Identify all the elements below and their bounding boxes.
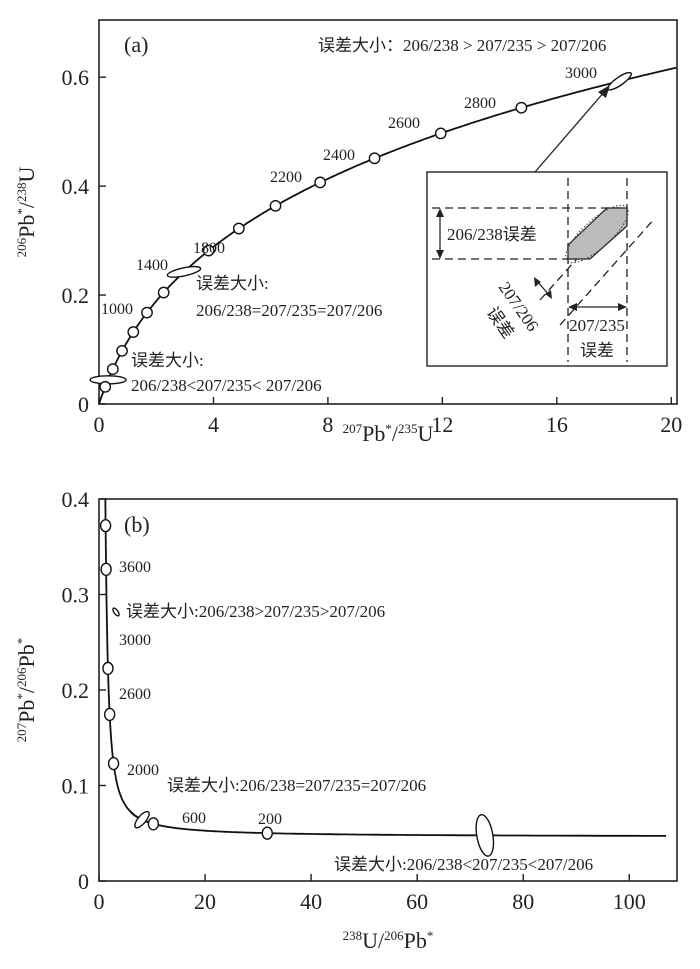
a-y-tick-label: 0.2	[62, 283, 90, 308]
y-axis-title-b: 207Pb*/206Pb*	[14, 638, 39, 743]
b-y-tick-label: 0.3	[62, 583, 90, 608]
a-y-tick-label: 0.4	[62, 174, 90, 199]
b-x-tick-label: 60	[406, 889, 428, 914]
inset-x-error-label-2: 误差	[580, 341, 614, 360]
error-ellipse	[607, 71, 632, 91]
inset-error-diagram: 206/238误差 207/206 误差 207/235 误差	[426, 171, 668, 367]
arrow-up-icon	[436, 208, 444, 217]
a-x-tick-label: 12	[431, 412, 453, 437]
b-x-tick-label: 40	[300, 889, 322, 914]
x-axis-title-b: 238U/206Pb*	[343, 928, 434, 953]
y-axis-title-a: 206Pb*/238U	[14, 167, 39, 258]
plot-frame-a	[98, 19, 678, 405]
age-point	[147, 817, 160, 831]
panel-label-a: (a)	[124, 32, 148, 57]
arrow-diag-icon	[534, 277, 541, 287]
annotation-error-low-title-a: 误差大小:	[131, 351, 204, 370]
a-x-tick-label: 0	[94, 412, 105, 437]
age-point	[232, 222, 245, 235]
a-x-tick-label: 16	[546, 412, 568, 437]
a-y-tick-label: 0	[78, 392, 89, 417]
b-y-tick-label: 0.2	[62, 678, 90, 703]
age-point	[261, 826, 273, 840]
age-point	[314, 176, 327, 189]
annotation-error-low-a: 206/238<207/235< 207/206	[131, 376, 322, 395]
small-error-ellipse	[112, 607, 120, 617]
inset-pointer-arrow	[534, 90, 606, 173]
inset-x-error-label: 207/235	[569, 316, 625, 335]
age-point	[157, 286, 170, 299]
age-label: 3000	[119, 632, 151, 649]
b-y-tick-label: 0.1	[62, 774, 90, 799]
b-x-tick-label: 0	[94, 889, 105, 914]
error-ellipse-dotted	[565, 204, 629, 264]
age-label: 600	[182, 810, 206, 827]
inset-y-error-label: 206/238误差	[447, 225, 537, 244]
age-point	[202, 244, 215, 257]
age-point	[99, 518, 112, 533]
age-label: 2200	[270, 169, 302, 186]
age-label: 200	[258, 811, 282, 828]
age-point	[99, 380, 112, 393]
age-points-b	[99, 518, 495, 857]
annotation-error-low-b: 误差大小:206/238<207/235<207/206	[334, 855, 593, 874]
annotation-error-mid-a: 206/238=207/235=207/206	[196, 301, 382, 320]
age-label: 2000	[127, 762, 159, 779]
age-points-a	[89, 71, 632, 393]
b-y-tick-label: 0.4	[62, 487, 90, 512]
error-ellipse	[134, 810, 150, 829]
x-axis-title-a: 207Pb*/235U	[343, 421, 434, 446]
arrow-right-icon	[618, 303, 627, 311]
a-x-tick-label: 4	[208, 412, 219, 437]
b-x-tick-label: 80	[512, 889, 534, 914]
b-x-tick-label: 20	[194, 889, 216, 914]
age-point	[141, 306, 153, 319]
age-point	[116, 344, 128, 357]
arrow-head-icon	[598, 85, 610, 98]
a-y-tick-label: 0.6	[62, 65, 90, 90]
inset-frame	[426, 171, 668, 367]
age-label: 1800	[193, 240, 225, 257]
arrow-diag-icon	[545, 290, 552, 299]
concordia-curve-a	[98, 66, 677, 405]
age-label: 2400	[323, 147, 355, 164]
a-x-tick-label: 20	[660, 412, 682, 437]
age-point	[368, 152, 381, 165]
age-label: 3600	[119, 559, 151, 576]
b-x-tick-label: 100	[613, 889, 646, 914]
age-label: 2600	[119, 686, 151, 703]
a-x-tick-label: 8	[322, 412, 333, 437]
annotation-error-top-b: 误差大小:206/238>207/235>207/206	[126, 602, 385, 621]
axis-ticks-a: 0 4 8 12 16 20 0 0.2 0.4 0.6	[62, 65, 683, 437]
age-label: 2600	[388, 115, 420, 132]
age-point	[515, 101, 528, 114]
age-point	[103, 707, 116, 722]
age-point	[107, 756, 120, 771]
age-point	[106, 363, 119, 376]
age-label: 3000	[565, 65, 597, 82]
error-ellipse	[166, 265, 202, 278]
error-ellipse	[475, 813, 495, 857]
age-point	[127, 326, 140, 338]
age-label: 2800	[464, 95, 496, 112]
panel-label-b: (b)	[124, 512, 150, 537]
age-point	[100, 562, 112, 577]
annotation-error-mid-b: 误差大小:206/238=207/235=207/206	[167, 776, 426, 795]
arrow-down-icon	[436, 250, 444, 259]
age-point	[434, 127, 447, 140]
annotation-error-mid-title-a: 误差大小:	[196, 274, 269, 293]
b-y-tick-label: 0	[78, 869, 89, 894]
panel-a-wetherill-concordia: 0 4 8 12 16 20 0 0.2 0.4 0.6 (a) 1000 1400 1800 2…	[14, 19, 683, 446]
age-label: 1400	[136, 257, 168, 274]
age-point	[269, 199, 282, 212]
age-label: 1000	[101, 301, 133, 318]
arrow-left-icon	[568, 303, 577, 311]
annotation-error-top-a: 误差大小：206/238 > 207/235 > 207/206	[318, 36, 606, 55]
age-point	[102, 661, 114, 676]
axis-ticks-b: 0 20 40 60 80 100 0 0.1 0.2 0.3 0.4	[62, 487, 646, 914]
